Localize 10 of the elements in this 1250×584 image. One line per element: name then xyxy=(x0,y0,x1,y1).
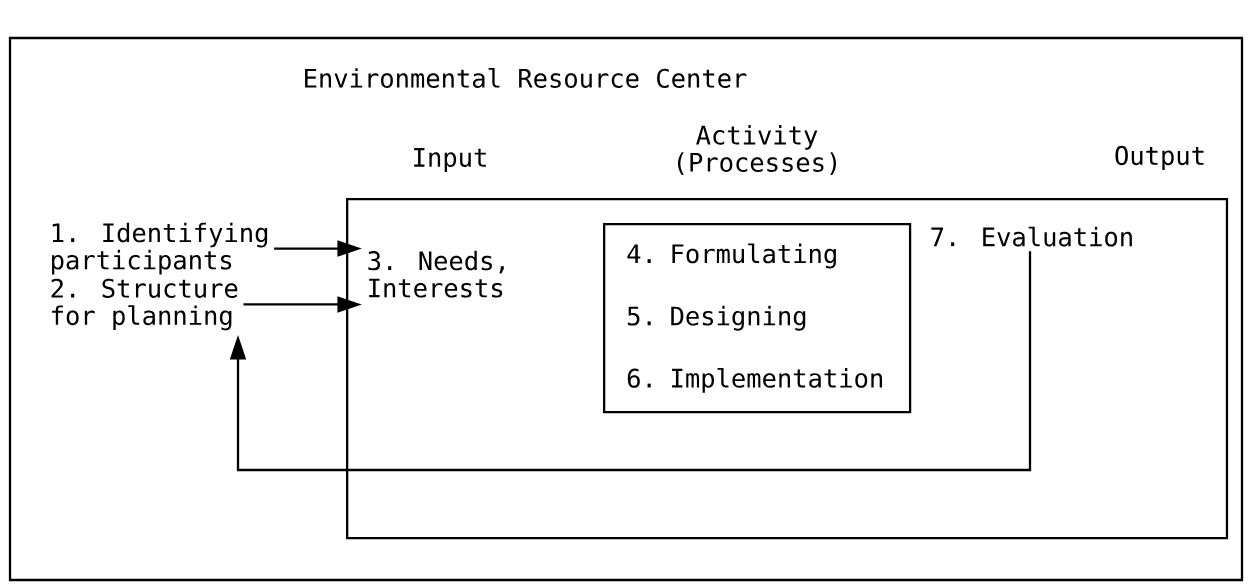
list-item: 1. Identifying participants xyxy=(52,222,268,275)
list-item: 7. Evaluation xyxy=(931,226,1132,247)
list-item: 2. Structure for planning xyxy=(51,278,238,331)
title: Environmental Resource Center xyxy=(305,68,747,88)
process-box: 4. Formulating 5. Designing 6. Implementation xyxy=(603,223,912,414)
node-label: Input xyxy=(414,148,486,172)
list-item: 3. Needs, Interests xyxy=(368,250,504,298)
node-label: Activity (Processes) xyxy=(677,125,837,175)
arrow xyxy=(229,251,1032,472)
node-label: Output xyxy=(1115,145,1204,171)
